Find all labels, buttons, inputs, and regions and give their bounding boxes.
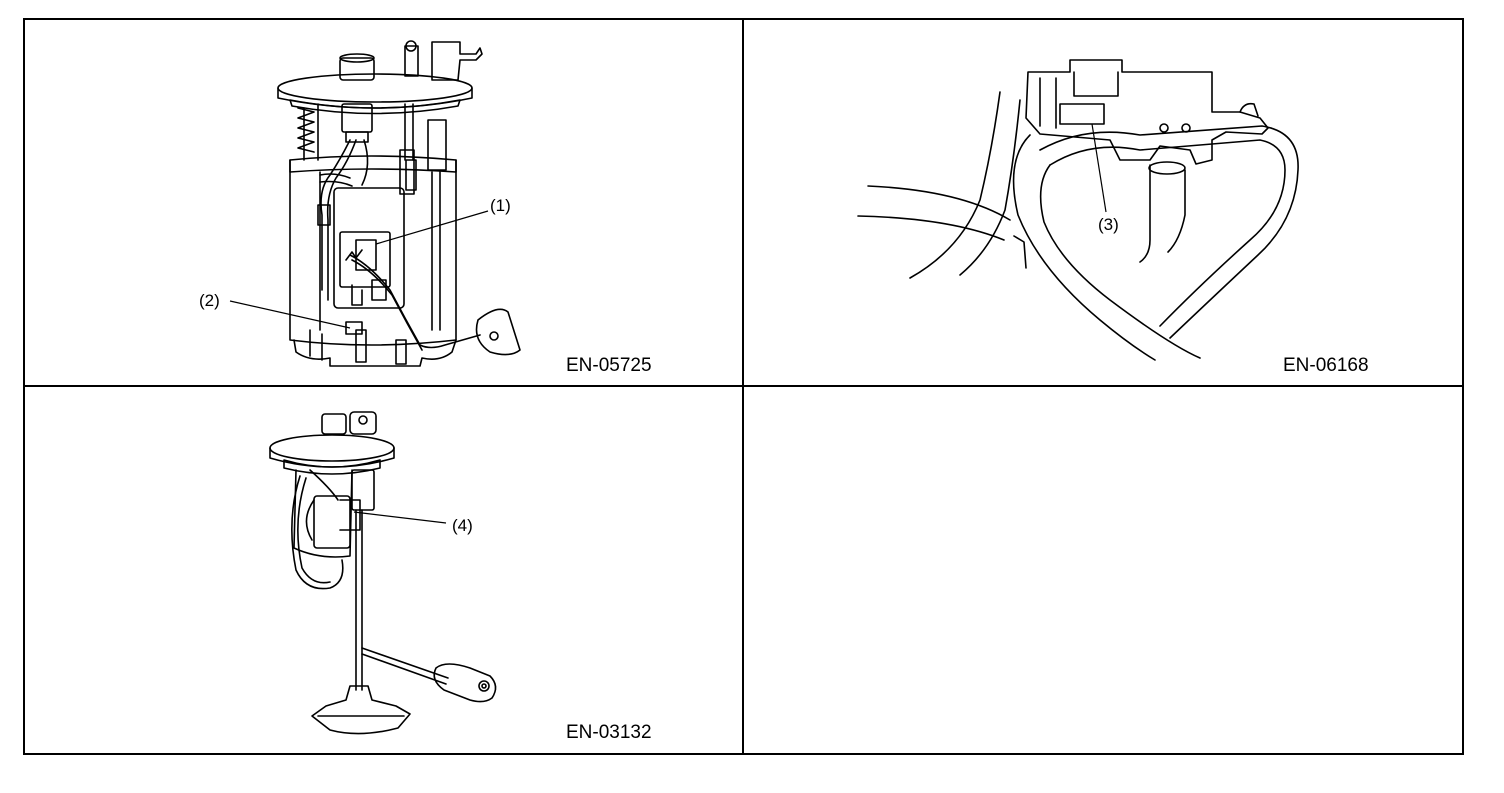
- leader-lines-panel-3: [353, 511, 447, 524]
- callout-2: (2): [199, 291, 220, 310]
- fuel-level-sensor-illustration: [269, 411, 497, 735]
- panel-grid: [23, 18, 1464, 755]
- leader-lines-panel-2: [1091, 123, 1107, 213]
- leader-lines-panel-1: [229, 210, 489, 329]
- panel-code-en-03132: EN-03132: [566, 722, 652, 743]
- panel-code-en-06168: EN-06168: [1283, 355, 1369, 376]
- fuel-pump-assembly-illustration: [277, 40, 521, 367]
- callout-3: (3): [1098, 215, 1119, 234]
- callout-4: (4): [452, 516, 473, 535]
- pump-connector-illustration: [857, 59, 1299, 361]
- panel-code-en-05725: EN-05725: [566, 355, 652, 376]
- callout-1: (1): [490, 196, 511, 215]
